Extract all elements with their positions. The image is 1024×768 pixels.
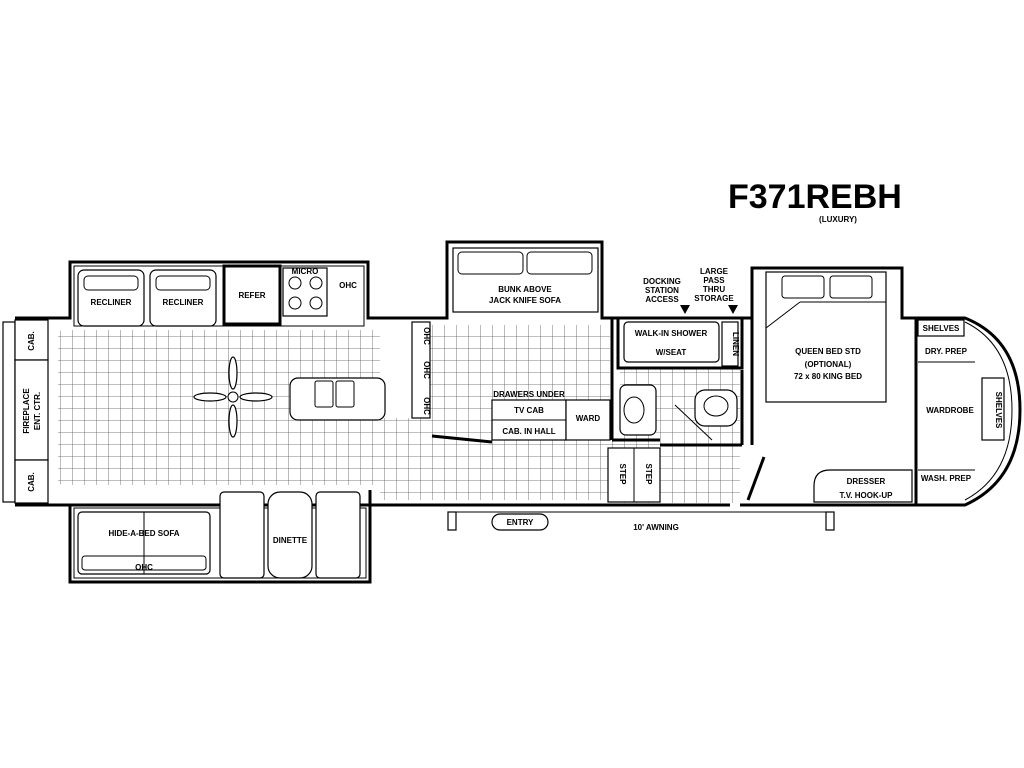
fireplace-label-1: FIREPLACE xyxy=(22,388,31,434)
dresser-label: DRESSER xyxy=(847,477,886,486)
cab-in-hall-label: CAB. IN HALL xyxy=(502,427,555,436)
queen-bed xyxy=(765,271,887,403)
pillow-right xyxy=(829,275,873,299)
docking-arrow-icon xyxy=(680,305,690,314)
dinette-bench-left xyxy=(219,491,265,579)
shelves-side xyxy=(981,377,1005,441)
bed-label-1: QUEEN BED STD xyxy=(795,347,861,356)
ohc-1-label: OHC xyxy=(422,327,431,345)
cab-top-box xyxy=(14,319,49,361)
linen-box xyxy=(721,321,739,367)
awning-arm-right xyxy=(825,511,835,531)
step-1-label: STEP xyxy=(618,464,627,486)
bath-door xyxy=(674,404,713,441)
shower-label-1: WALK-IN SHOWER xyxy=(635,329,708,338)
recliner-2 xyxy=(149,269,217,327)
bunk-label-2: JACK KNIFE SOFA xyxy=(489,296,561,305)
recliner-2-label: RECLINER xyxy=(163,298,204,307)
recliner-1-label: RECLINER xyxy=(91,298,132,307)
outer-wall xyxy=(15,240,1022,584)
toilet xyxy=(694,389,738,427)
ohc-kitchen-label: OHC xyxy=(339,281,357,290)
pass-label-2: PASS xyxy=(703,276,725,285)
linen-label: LINEN xyxy=(731,332,740,356)
shower-label-2: W/SEAT xyxy=(656,348,687,357)
lavatory xyxy=(619,384,657,436)
dry-prep-label: DRY. PREP xyxy=(925,347,968,356)
model-subtitle: (LUXURY) xyxy=(819,215,857,224)
dresser xyxy=(813,469,913,503)
micro-label: MICRO xyxy=(292,267,319,276)
pass-label-1: LARGE xyxy=(700,267,729,276)
sink-left xyxy=(314,380,334,408)
ward-label: WARD xyxy=(576,414,601,423)
bunk-label-1: BUNK ABOVE xyxy=(498,285,552,294)
bunk-door xyxy=(431,434,493,444)
wardrobe-label: WARDROBE xyxy=(926,406,974,415)
step-2-label: STEP xyxy=(644,464,653,486)
ohc-3-label: OHC xyxy=(422,397,431,415)
front-cap xyxy=(2,321,16,503)
pass-label-4: STORAGE xyxy=(694,294,734,303)
ohc-2-label: OHC xyxy=(422,361,431,379)
pass-arrow-icon xyxy=(728,305,738,314)
docking-label-2: STATION xyxy=(645,286,679,295)
drawers-under-label: DRAWERS UNDER xyxy=(493,390,565,399)
shelves-top-label: SHELVES xyxy=(923,324,960,333)
tv-cab-label: TV CAB xyxy=(514,406,544,415)
shelves-side-label: SHELVES xyxy=(994,392,1003,429)
cab-top-label: CAB. xyxy=(27,331,36,351)
pillow-left xyxy=(781,275,825,299)
ohc-column xyxy=(411,321,431,419)
fireplace-label-2: ENT. CTR. xyxy=(33,392,42,430)
cab-bottom-box xyxy=(14,459,49,504)
ceiling-fan-icon xyxy=(193,356,273,438)
dinette-table xyxy=(267,491,313,579)
sink-right xyxy=(335,380,355,408)
pass-label-3: THRU xyxy=(703,285,725,294)
bedroom-door xyxy=(746,456,766,501)
refer-label: REFER xyxy=(238,291,265,300)
bed-label-2: (OPTIONAL) xyxy=(805,360,852,369)
docking-label-3: ACCESS xyxy=(645,295,679,304)
dinette-label: DINETTE xyxy=(273,536,308,545)
cab-bottom-label: CAB. xyxy=(27,472,36,492)
tv-hookup-label: T.V. HOOK-UP xyxy=(839,491,893,500)
fireplace-box xyxy=(14,359,49,461)
ward-box xyxy=(565,399,611,441)
bunk-sofa xyxy=(452,247,599,313)
wash-prep-label: WASH. PREP xyxy=(921,474,972,483)
ohc-sofa-label: OHC xyxy=(135,563,153,572)
model-title: F371REBH xyxy=(728,178,902,216)
docking-label-1: DOCKING xyxy=(643,277,681,286)
bed-label-3: 72 x 80 KING BED xyxy=(794,372,862,381)
hide-a-bed-label: HIDE-A-BED SOFA xyxy=(108,529,179,538)
upper-slide xyxy=(73,265,365,327)
awning-arm-left xyxy=(447,511,457,531)
shelves-top xyxy=(917,319,965,337)
walk-in-shower xyxy=(616,316,744,370)
refer-box xyxy=(222,264,282,326)
entry-door xyxy=(491,513,549,531)
recliner-1 xyxy=(77,269,145,327)
kitchen-island xyxy=(289,377,386,421)
entry-label: ENTRY xyxy=(507,518,534,527)
awning-label: 10' AWNING xyxy=(633,523,679,532)
dinette-bench-right xyxy=(315,491,361,579)
